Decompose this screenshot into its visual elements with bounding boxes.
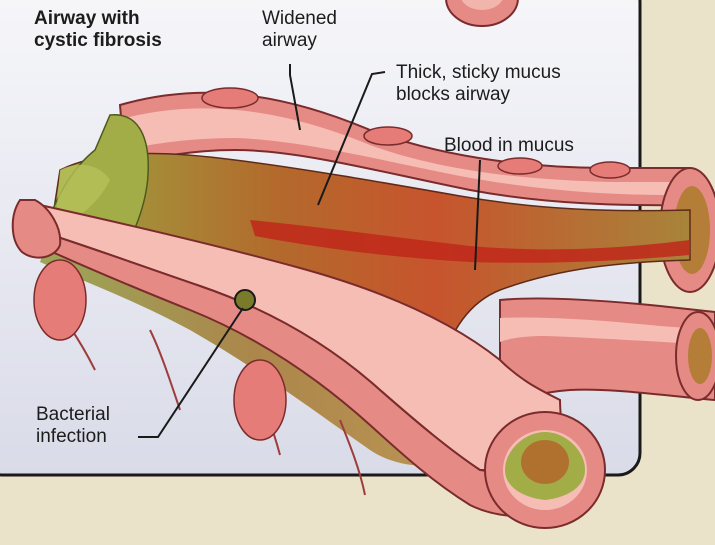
airway-front-opening xyxy=(485,412,605,528)
blood-in-mucus-label: Blood in mucus xyxy=(444,135,574,157)
diagram-title: Airway with cystic fibrosis xyxy=(34,8,162,52)
infection-site-marker xyxy=(235,290,255,310)
thick-mucus-label: Thick, sticky mucus blocks airway xyxy=(396,62,561,106)
widened-airway-label: Widened airway xyxy=(262,8,337,52)
bacterial-infection-label: Bacterial infection xyxy=(36,404,110,448)
